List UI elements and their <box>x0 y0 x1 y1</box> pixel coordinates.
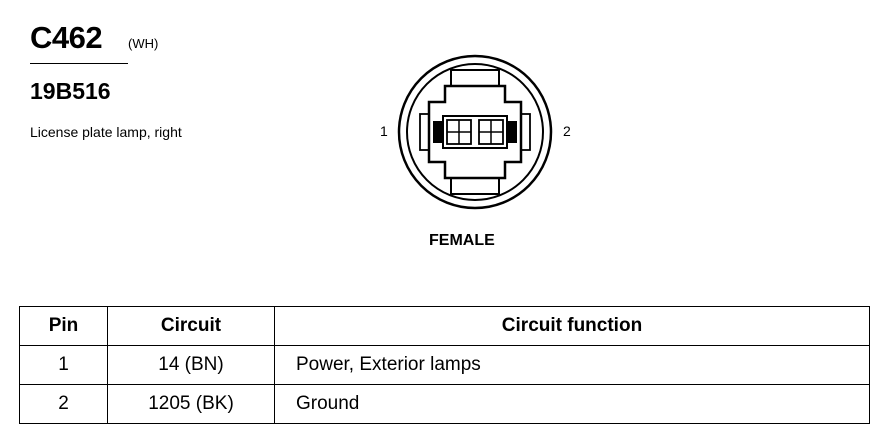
part-number: 19B516 <box>30 78 111 104</box>
table-row: 1 14 (BN) Power, Exterior lamps <box>19 345 870 385</box>
header-pin: Pin <box>19 306 108 346</box>
pin-table: Pin Circuit Circuit function 1 14 (BN) P… <box>19 306 870 424</box>
table-header-row: Pin Circuit Circuit function <box>19 306 870 346</box>
bottom-latch <box>450 177 500 195</box>
connector-gender-label: FEMALE <box>429 232 495 249</box>
circuit-cell: 14 (BN) <box>107 345 275 385</box>
left-tab <box>419 113 430 151</box>
pin-label-2: 2 <box>563 123 571 139</box>
title-rule <box>30 63 128 64</box>
connector-id: C462 <box>30 20 103 55</box>
terminal-1-contact <box>433 121 443 143</box>
terminal-2-contact <box>507 121 517 143</box>
inner-shell-ring <box>406 63 544 201</box>
table-row: 2 1205 (BK) Ground <box>19 384 870 424</box>
connector-face-diagram <box>397 54 553 210</box>
color-code: (WH) <box>128 36 159 51</box>
connector-description: License plate lamp, right <box>30 124 182 140</box>
top-latch <box>450 69 500 87</box>
circuit-cell: 1205 (BK) <box>107 384 275 424</box>
header-circuit-function: Circuit function <box>274 306 870 346</box>
pin-cell: 1 <box>19 345 108 385</box>
pin-label-1: 1 <box>380 123 388 139</box>
function-cell: Power, Exterior lamps <box>274 345 870 385</box>
right-tab <box>520 113 531 151</box>
connector-body-outline <box>427 84 523 180</box>
function-cell: Ground <box>274 384 870 424</box>
header-circuit: Circuit <box>107 306 275 346</box>
pin-cell: 2 <box>19 384 108 424</box>
outer-shell-ring <box>397 54 553 210</box>
